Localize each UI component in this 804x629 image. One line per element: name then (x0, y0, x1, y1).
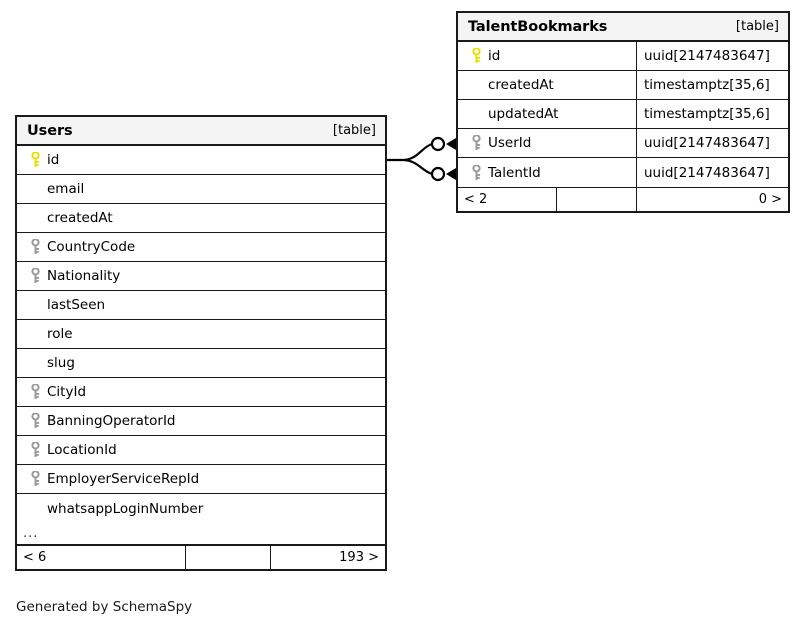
column-name-label: lastSeen (47, 297, 106, 313)
column-name-cell: whatsappLoginNumber (17, 494, 385, 523)
column-name-cell: TalentId (458, 158, 636, 187)
column-name-cell: Nationality (17, 262, 385, 290)
column-row[interactable]: UserId uuid[2147483647] (458, 129, 788, 158)
column-name-cell: UserId (458, 129, 636, 157)
column-name-label: createdAt (488, 77, 554, 93)
foreign-key-icon (466, 135, 486, 151)
column-name-label: CountryCode (47, 239, 136, 255)
column-row[interactable]: id (17, 146, 385, 175)
column-row[interactable]: LocationId (17, 436, 385, 465)
foreign-key-icon (25, 239, 45, 255)
arrowhead-userid (446, 138, 456, 150)
column-name-label: TalentId (488, 164, 541, 181)
table-talentbookmarks-columns: id uuid[2147483647] createdAt timestamptz[3… (458, 42, 788, 187)
column-row[interactable]: BanningOperatorId (17, 407, 385, 436)
table-talentbookmarks-footer: < 2 0 > (458, 187, 788, 211)
column-row[interactable]: CountryCode (17, 233, 385, 262)
foreign-key-icon (25, 442, 45, 458)
column-row[interactable]: Nationality (17, 262, 385, 291)
table-talentbookmarks-footer-left[interactable]: < 2 (464, 192, 488, 207)
column-name-label: createdAt (47, 210, 113, 226)
column-name-cell: createdAt (458, 71, 636, 99)
column-name-label: id (47, 152, 60, 168)
column-name-cell: role (17, 320, 385, 348)
table-users-tag: [table] (332, 123, 376, 138)
column-name-label: BanningOperatorId (47, 413, 176, 429)
column-row[interactable]: whatsappLoginNumber (17, 494, 385, 523)
column-name-label: id (488, 48, 501, 64)
table-users-footer-right[interactable]: 193 > (270, 546, 385, 569)
relationship-line-userid (403, 142, 433, 162)
column-type: timestamptz[35,6] (636, 100, 788, 128)
table-users-ellipsis-row: ... (17, 523, 385, 545)
column-row[interactable]: lastSeen (17, 291, 385, 320)
relationship-line-talentid (403, 158, 433, 176)
column-name-cell: id (458, 42, 636, 70)
table-users-header: Users [table] (17, 117, 385, 146)
column-type: uuid[2147483647] (636, 158, 788, 187)
column-name-label: Nationality (47, 268, 121, 284)
column-row[interactable]: updatedAt timestamptz[35,6] (458, 100, 788, 129)
column-row[interactable]: CityId (17, 378, 385, 407)
column-name-label: LocationId (47, 442, 117, 458)
column-name-cell: CountryCode (17, 233, 385, 261)
column-row[interactable]: TalentId uuid[2147483647] (458, 158, 788, 187)
foreign-key-icon (466, 164, 486, 181)
table-talentbookmarks-tag: [table] (735, 19, 779, 34)
column-name-label: slug (47, 355, 75, 371)
foreign-key-icon (25, 268, 45, 284)
foreign-key-icon (25, 384, 45, 400)
arrowhead-talentid (446, 168, 456, 180)
column-name-label: UserId (488, 135, 532, 151)
column-name-cell: lastSeen (17, 291, 385, 319)
column-name-cell: CityId (17, 378, 385, 406)
column-name-label: whatsappLoginNumber (47, 500, 204, 517)
column-row[interactable]: role (17, 320, 385, 349)
column-name-label: updatedAt (488, 106, 559, 122)
column-type: uuid[2147483647] (636, 42, 788, 70)
optionality-circle-userid (430, 136, 446, 152)
column-name-cell: BanningOperatorId (17, 407, 385, 435)
column-row[interactable]: email (17, 175, 385, 204)
column-row[interactable]: EmployerServiceRepId (17, 465, 385, 494)
optionality-circle-talentid (430, 166, 446, 182)
table-talentbookmarks-title: TalentBookmarks (468, 18, 608, 35)
table-users-footer-middle (185, 546, 270, 569)
column-type: uuid[2147483647] (636, 129, 788, 157)
column-name-cell: EmployerServiceRepId (17, 465, 385, 493)
column-name-cell: slug (17, 349, 385, 377)
primary-key-icon (25, 152, 45, 168)
column-name-cell: id (17, 146, 385, 174)
table-users-title: Users (27, 122, 73, 139)
column-name-cell: createdAt (17, 204, 385, 232)
column-name-label: role (47, 326, 73, 342)
column-name-cell: LocationId (17, 436, 385, 464)
column-row[interactable]: createdAt timestamptz[35,6] (458, 71, 788, 100)
table-users-footer-left[interactable]: < 6 (23, 550, 47, 565)
column-row[interactable]: slug (17, 349, 385, 378)
column-row[interactable]: createdAt (17, 204, 385, 233)
generated-by-caption: Generated by SchemaSpy (16, 599, 193, 615)
column-name-cell: email (17, 175, 385, 203)
column-type: timestamptz[35,6] (636, 71, 788, 99)
table-talentbookmarks-footer-middle (556, 188, 636, 211)
column-name-label: EmployerServiceRepId (47, 471, 200, 487)
column-row[interactable]: id uuid[2147483647] (458, 42, 788, 71)
column-name-label: CityId (47, 384, 87, 400)
table-talentbookmarks-header: TalentBookmarks [table] (458, 13, 788, 42)
column-name-cell: updatedAt (458, 100, 636, 128)
column-name-label: email (47, 181, 85, 197)
table-talentbookmarks[interactable]: TalentBookmarks [table] id uuid[214748364… (456, 11, 790, 213)
foreign-key-icon (25, 413, 45, 429)
table-users-footer: < 6 193 > (17, 545, 385, 569)
foreign-key-icon (25, 471, 45, 487)
table-talentbookmarks-footer-right[interactable]: 0 > (636, 188, 788, 211)
primary-key-icon (466, 48, 486, 64)
